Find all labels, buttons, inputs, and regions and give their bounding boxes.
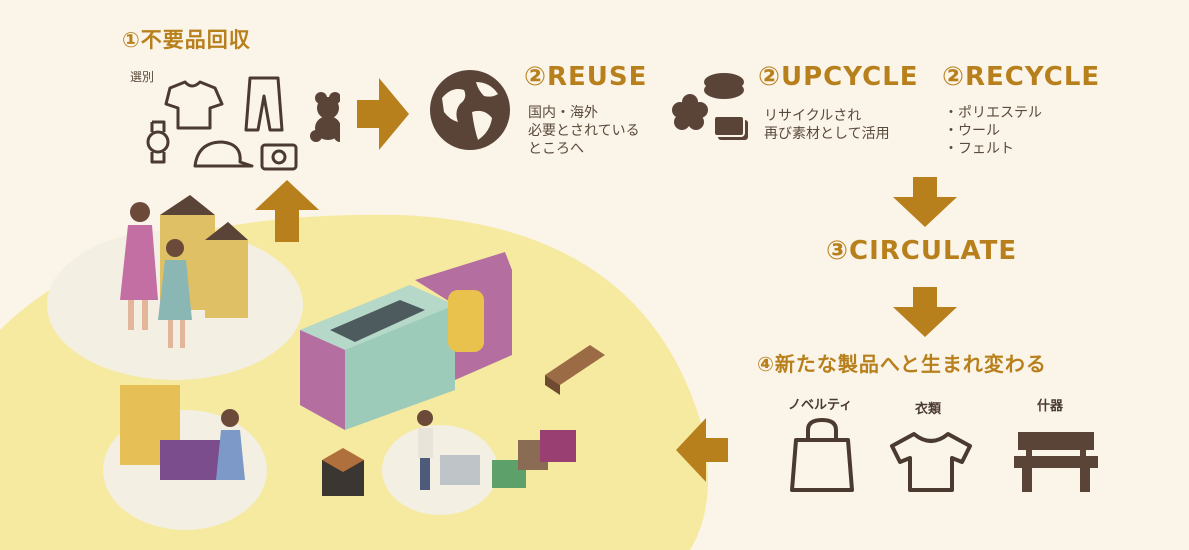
- box-illustration: [322, 430, 576, 496]
- bench-icon: [1014, 432, 1098, 492]
- watch-icon: [146, 130, 170, 154]
- felt-material-icon: [672, 73, 748, 140]
- collect-sub: 選別: [130, 70, 155, 84]
- circulate-title: ③CIRCULATE: [826, 236, 1018, 266]
- reuse-line: 国内・海外: [528, 105, 598, 121]
- tshirt-icon: [890, 432, 972, 492]
- product-label-clothing: 衣類: [915, 402, 942, 417]
- camera-icon: [260, 143, 298, 171]
- upcycle-line: 再び素材として活用: [764, 126, 890, 142]
- collected-items-icons: [146, 76, 340, 171]
- clothing-rack: [120, 385, 245, 480]
- recycle-title: ②RECYCLE: [942, 62, 1101, 92]
- product-label-fixture: 什器: [1037, 399, 1064, 414]
- new-product-title: ④新たな製品へと生まれ変わる: [757, 352, 1047, 376]
- shopper-figure: [158, 239, 192, 348]
- bench-illustration: [545, 345, 605, 395]
- arrow-left-icon: [676, 418, 728, 482]
- shirt-icon: [164, 80, 224, 130]
- globe-icon: [430, 70, 510, 150]
- arrow-down-icon: [893, 177, 957, 227]
- shopping-bag-icon: [790, 418, 854, 492]
- reuse-line: 必要とされている: [528, 123, 640, 139]
- collect-title: ①不要品回収: [122, 28, 251, 52]
- recycle-line: ・ポリエステル: [944, 105, 1042, 121]
- arrow-down-icon: [893, 287, 957, 337]
- teddy-bear-icon: [310, 92, 340, 142]
- recycle-description: ・ポリエステル ・ウール ・フェルト: [944, 104, 1042, 158]
- cap-icon: [193, 140, 254, 168]
- reuse-title: ②REUSE: [524, 62, 648, 92]
- shopper-figure: [120, 202, 158, 330]
- arrow-up-icon: [255, 180, 319, 242]
- upcycle-line: リサイクルされ: [764, 108, 862, 124]
- upcycle-title: ②UPCYCLE: [758, 62, 919, 92]
- city-illustration: [0, 195, 708, 550]
- product-label-novelty: ノベルティ: [788, 398, 853, 413]
- arrow-right-icon: [357, 78, 409, 150]
- shopping-mall: [300, 252, 512, 430]
- recycle-line: ・フェルト: [944, 141, 1014, 157]
- upcycle-description: リサイクルされ 再び素材として活用: [764, 107, 890, 143]
- reuse-line: ところへ: [528, 141, 584, 157]
- recycle-line: ・ウール: [944, 123, 1000, 139]
- reuse-description: 国内・海外 必要とされている ところへ: [528, 104, 640, 158]
- pants-icon: [244, 76, 284, 132]
- cart-shopper: [417, 410, 480, 490]
